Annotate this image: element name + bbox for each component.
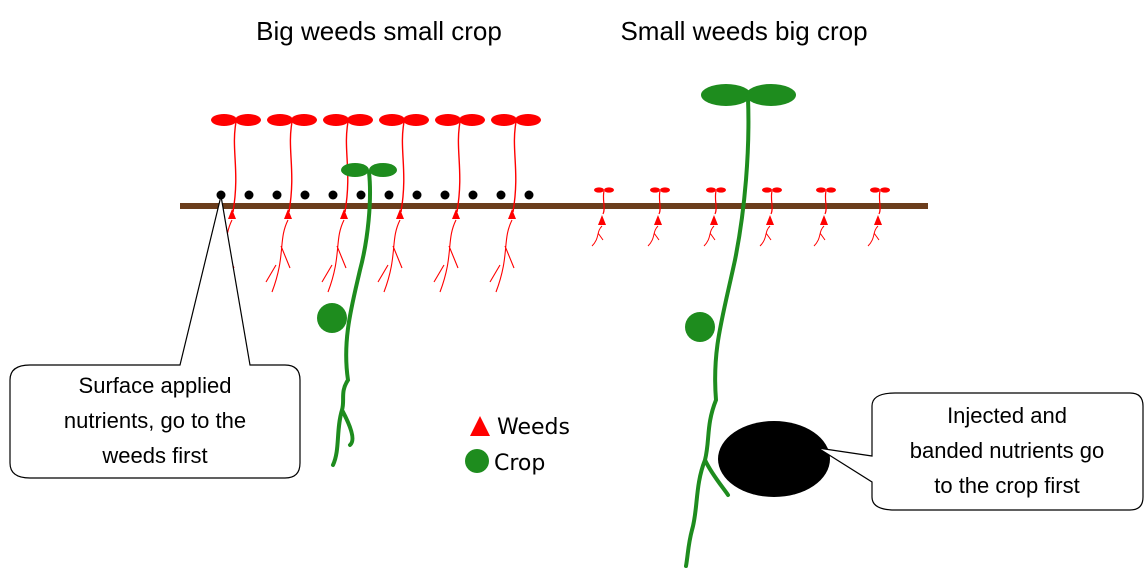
nutrient-dot — [329, 191, 338, 200]
legend-crop-circle-icon — [465, 449, 489, 473]
big-weed-leaf-right — [291, 114, 317, 126]
legend-weeds-label: Weeds — [497, 415, 570, 440]
crop-plants — [317, 84, 796, 566]
title-left: Big weeds small crop — [256, 16, 502, 46]
small-weed-leaf-right — [772, 187, 782, 192]
big-weed-stem — [401, 122, 404, 212]
small-weed-root — [592, 226, 603, 246]
big-weed-triangle-icon — [340, 209, 348, 219]
big-weed-leaf-right — [235, 114, 261, 126]
big-weed-triangle-icon — [396, 209, 404, 219]
callout-left-bubble — [10, 196, 300, 478]
small-weed-leaf-left — [870, 187, 880, 192]
big-weed-leaf-left — [491, 114, 517, 126]
big-weed-leaf-left — [379, 114, 405, 126]
big-crop-seed — [685, 312, 715, 342]
big-crop-leaf-left — [701, 84, 751, 106]
big-weed-triangle-icon — [452, 209, 460, 219]
small-weed-leaf-left — [594, 187, 604, 192]
small-weed-leaf-left — [816, 187, 826, 192]
small-weed-stem — [659, 191, 660, 214]
callout-left-line-3: weeds first — [101, 443, 207, 468]
small-weed-leaf-left — [706, 187, 716, 192]
big-weed-leaf-right — [459, 114, 485, 126]
small-crop-seed — [317, 303, 347, 333]
small-crop-leaf-right — [369, 163, 397, 177]
small-weed-root — [760, 226, 771, 246]
small-weed-leaf-right — [826, 187, 836, 192]
small-weed-root — [868, 226, 879, 246]
callout-right-line-1: Injected and — [947, 403, 1067, 428]
small-weed-root — [648, 226, 659, 246]
small-weed-root — [704, 226, 715, 246]
big-weed-triangle-icon — [228, 209, 236, 219]
nutrient-dot — [441, 191, 450, 200]
big-weed-root — [378, 220, 402, 292]
small-weed-triangle-icon — [766, 215, 774, 225]
small-weed-root — [814, 226, 825, 246]
small-weed-stem — [825, 191, 826, 214]
small-weed-stem — [879, 191, 880, 214]
big-weed-leaf-left — [323, 114, 349, 126]
big-weed-stem — [457, 122, 460, 212]
small-crop-leaf-left — [341, 163, 369, 177]
nutrient-dot — [245, 191, 254, 200]
nutrient-dot — [413, 191, 422, 200]
callout-right-line-2: banded nutrients go — [910, 438, 1105, 463]
big-crop-leaf-right — [746, 84, 796, 106]
legend: Weeds Crop — [465, 415, 570, 476]
callout-right: Injected and banded nutrients go to the … — [818, 393, 1143, 510]
small-weed-leaf-left — [650, 187, 660, 192]
small-weed-leaf-right — [604, 187, 614, 192]
nutrient-dot — [497, 191, 506, 200]
big-weed-leaf-left — [211, 114, 237, 126]
nutrient-dot — [273, 191, 282, 200]
big-weed-stem — [233, 122, 236, 212]
big-weed-leaf-left — [435, 114, 461, 126]
small-weed-stem — [771, 191, 772, 214]
big-weed-root — [322, 220, 346, 292]
nutrient-dot — [525, 191, 534, 200]
callout-right-line-3: to the crop first — [934, 473, 1080, 498]
big-weed-root — [434, 220, 458, 292]
nutrient-dot — [357, 191, 366, 200]
small-weed-triangle-icon — [598, 215, 606, 225]
legend-weed-triangle-icon — [470, 416, 490, 436]
small-weed-triangle-icon — [654, 215, 662, 225]
big-weed-leaf-right — [347, 114, 373, 126]
banded-nutrient-blob — [718, 421, 830, 497]
callout-left-line-2: nutrients, go to the — [64, 408, 246, 433]
small-weed-triangle-icon — [874, 215, 882, 225]
big-weed-triangle-icon — [284, 209, 292, 219]
surface-nutrients — [217, 191, 534, 200]
big-weed-stem — [513, 122, 516, 212]
small-weed-leaf-right — [716, 187, 726, 192]
big-weed-triangle-icon — [508, 209, 516, 219]
nutrient-dot — [385, 191, 394, 200]
small-weed-triangle-icon — [710, 215, 718, 225]
small-weed-triangle-icon — [820, 215, 828, 225]
title-right: Small weeds big crop — [620, 16, 867, 46]
callout-left-line-1: Surface applied — [79, 373, 232, 398]
nutrient-dot — [469, 191, 478, 200]
small-weed-leaf-left — [762, 187, 772, 192]
small-weed-stem — [603, 191, 604, 214]
big-weed-leaf-right — [515, 114, 541, 126]
legend-crop-label: Crop — [494, 451, 545, 476]
small-weed-leaf-right — [880, 187, 890, 192]
big-weed-stem — [289, 122, 292, 212]
big-weed-leaf-left — [267, 114, 293, 126]
big-weed-root — [490, 220, 514, 292]
small-weed-stem — [715, 191, 716, 214]
callout-left: Surface applied nutrients, go to the wee… — [10, 196, 300, 478]
big-weed-leaf-right — [403, 114, 429, 126]
big-weed-root — [266, 220, 290, 292]
nutrient-dot — [301, 191, 310, 200]
small-weed-leaf-right — [660, 187, 670, 192]
